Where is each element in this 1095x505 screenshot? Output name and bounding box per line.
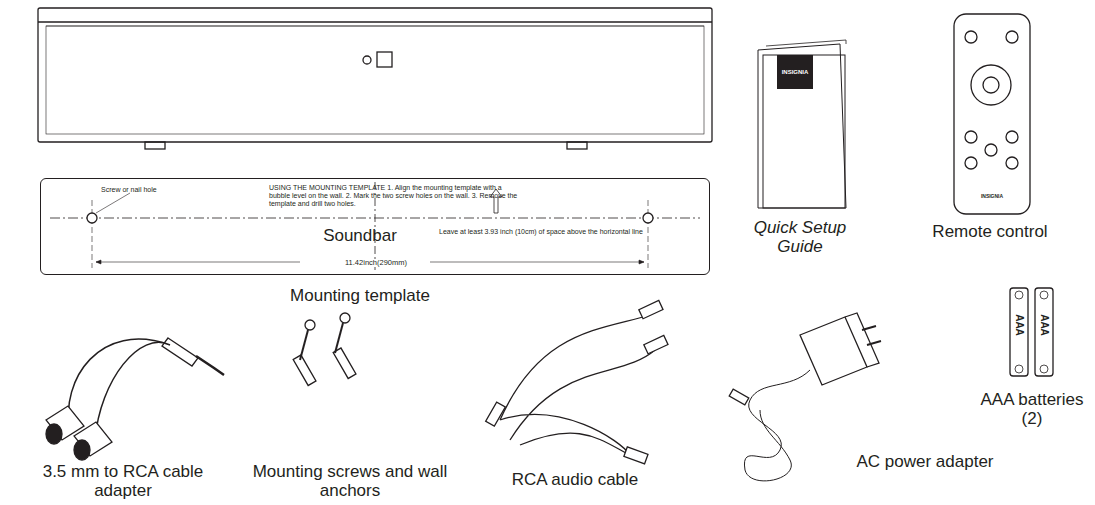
part-name: AAA batteries (2) <box>972 390 1092 428</box>
template-text: Screw or nail hole <box>101 186 157 194</box>
brand-text: INSIGNIA <box>775 68 815 76</box>
part-name: Mounting template <box>250 286 470 305</box>
brand-text: INSIGNIA <box>972 193 1012 200</box>
part-name: RCA audio cable <box>495 470 655 489</box>
part-name: Quick Setup Guide <box>745 218 855 256</box>
part-name: Mounting screws and wall anchors <box>250 462 450 500</box>
template-text: Leave at least 3.93 inch (10cm) of space… <box>439 228 643 236</box>
template-text: USING THE MOUNTING TEMPLATE 1. Align the… <box>269 184 519 208</box>
mounting-template: Screw or nail hole USING THE MOUNTING TEM… <box>40 178 710 275</box>
battery-text: AAA <box>1013 305 1025 345</box>
part-name: AC power adapter <box>840 452 1010 471</box>
battery-text: AAA <box>1038 305 1050 345</box>
part-name: Soundbar <box>260 226 460 245</box>
template-text: 11.42inch(290mm) <box>342 259 410 267</box>
part-name: Remote control <box>915 222 1065 241</box>
part-name: 3.5 mm to RCA cable adapter <box>33 462 213 500</box>
